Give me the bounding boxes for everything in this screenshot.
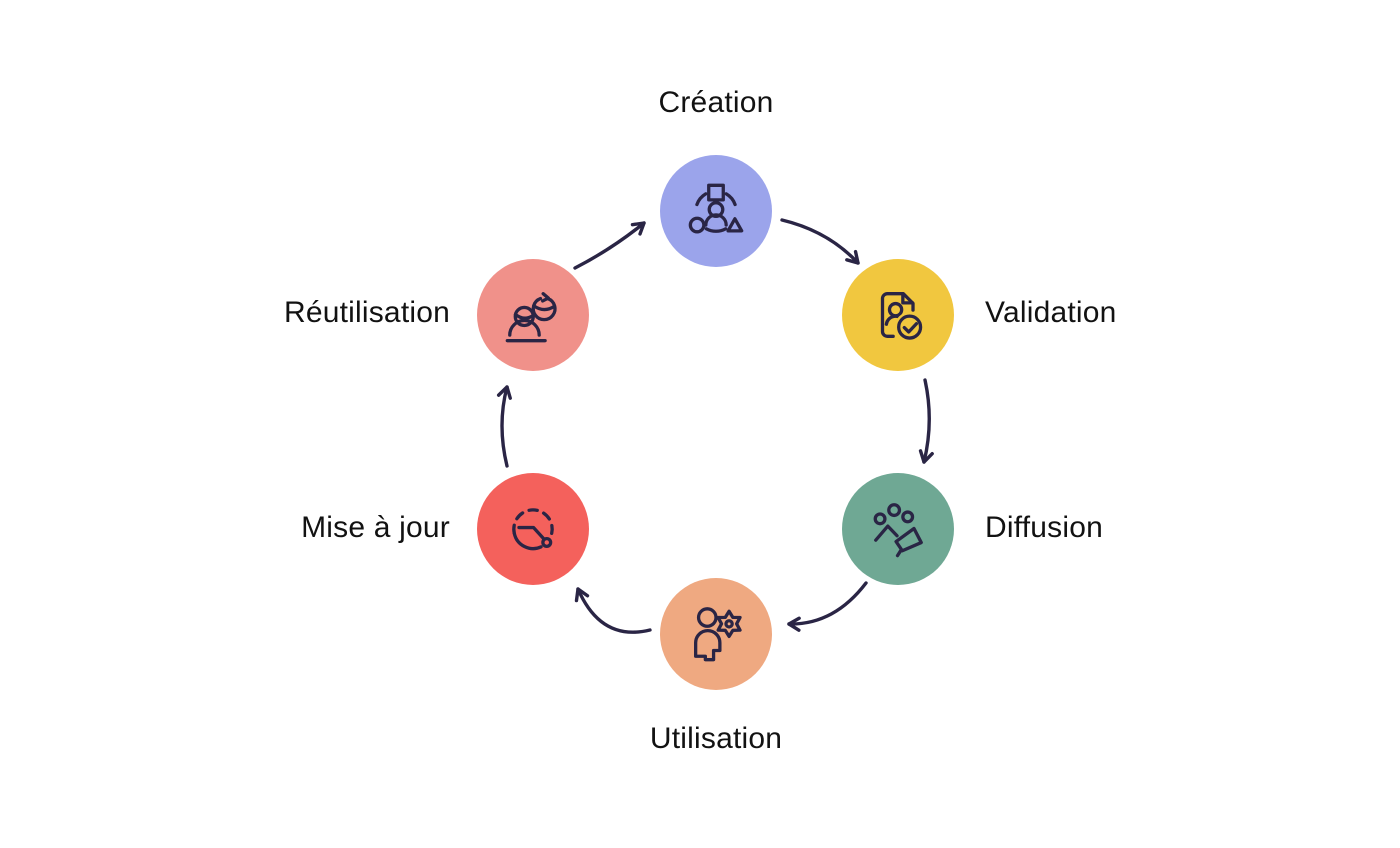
flow-arrow-reutilisation-to-creation [573,221,646,270]
stage-circle-mise-a-jour [477,473,589,585]
stage-label-validation: Validation [985,296,1117,329]
stage-circle-creation [660,155,772,267]
person-shapes-icon [688,183,744,234]
stage-circle-diffusion [842,473,954,585]
group-megaphone-icon [873,503,923,558]
person-gear-icon [694,607,742,662]
flow-arrow-miseajour-to-reutilisation [496,385,512,468]
stage-label-reutilisation: Réutilisation [283,296,450,329]
flow-arrow-diffusion-to-utilisation [787,581,868,632]
document-person-check-icon [880,292,925,343]
flow-arrow-creation-to-validation [780,218,860,265]
flow-arrow-utilisation-to-miseajour [574,587,652,634]
flow-arrow-validation-to-diffusion [918,378,934,464]
stage-label-utilisation: Utilisation [649,722,783,755]
stage-circle-validation [842,259,954,371]
stage-circle-reutilisation [477,259,589,371]
update-clock-icon [512,508,554,551]
stage-label-mise-a-jour: Mise à jour [301,511,450,544]
stage-label-diffusion: Diffusion [985,511,1103,544]
stage-label-creation: Création [658,86,774,119]
stage-circle-utilisation [660,578,772,690]
person-refresh-icon [505,292,557,343]
